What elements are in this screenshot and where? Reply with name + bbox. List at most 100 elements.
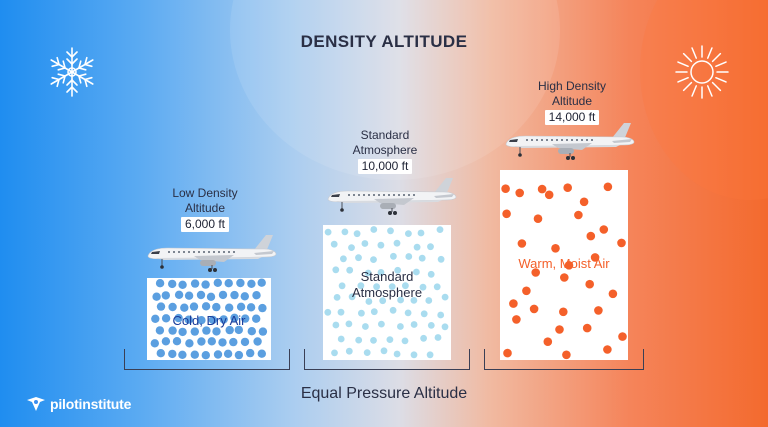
altitude-tag: 10,000 ft: [357, 159, 413, 174]
air-particle: [219, 315, 228, 324]
air-particle: [196, 290, 206, 300]
air-particle: [441, 293, 449, 301]
air-particle: [247, 279, 256, 288]
air-particle: [252, 291, 261, 300]
air-particle: [378, 320, 385, 328]
air-particle: [355, 254, 362, 262]
air-particle: [151, 314, 160, 323]
ground-bracket: [124, 349, 290, 370]
air-particle: [559, 307, 568, 317]
air-particle: [434, 334, 442, 341]
air-particle: [190, 327, 199, 336]
air-particle: [370, 226, 378, 233]
air-particle: [184, 315, 193, 324]
air-particle: [168, 349, 177, 359]
air-particle: [331, 349, 338, 357]
air-particle: [397, 296, 404, 304]
air-particle: [168, 326, 177, 335]
air-particle: [155, 279, 165, 288]
air-particle: [257, 278, 266, 287]
air-particle: [241, 314, 250, 323]
air-particle: [184, 291, 194, 300]
air-particle: [218, 338, 227, 347]
air-particle: [234, 350, 244, 360]
air-particle: [332, 266, 340, 274]
air-particle: [563, 183, 572, 192]
air-particle: [161, 291, 170, 300]
air-particle: [427, 243, 434, 251]
air-particle: [207, 337, 216, 346]
air-particle: [427, 270, 435, 278]
air-particle: [178, 280, 187, 289]
air-particle: [420, 334, 427, 342]
air-particle: [380, 347, 388, 355]
air-particle: [201, 280, 210, 289]
air-particle: [332, 321, 340, 329]
air-particle: [333, 294, 341, 301]
label-line: Atmosphere: [352, 143, 418, 157]
air-particle: [197, 316, 206, 325]
air-particle: [208, 315, 218, 325]
brand-name: pilotinstitute: [50, 396, 132, 412]
air-particle: [197, 337, 206, 346]
air-particle: [174, 290, 184, 299]
air-particle: [425, 297, 433, 304]
air-particle: [420, 310, 428, 318]
air-particle: [410, 321, 418, 328]
air-particle: [337, 335, 345, 343]
air-particle: [389, 306, 397, 314]
air-particle: [529, 304, 539, 314]
air-particle: [437, 255, 445, 263]
air-particle: [543, 337, 553, 346]
air-particle: [599, 225, 609, 234]
air-particle: [152, 292, 161, 301]
air-particle: [240, 292, 249, 301]
air-particle: [364, 269, 372, 277]
air-particle: [585, 279, 594, 289]
air-label-line: Warm, Moist Air: [518, 256, 610, 271]
air-particle: [410, 351, 418, 359]
air-particle: [357, 282, 365, 290]
air-particle: [617, 238, 626, 248]
air-particle: [386, 336, 394, 343]
air-particle: [246, 348, 255, 358]
air-particle: [405, 253, 413, 260]
air-particle: [225, 303, 234, 312]
air-particle: [370, 256, 377, 263]
label-line: High Density: [537, 79, 607, 93]
standard-air-particles: [324, 226, 449, 359]
air-particle: [501, 184, 510, 193]
air-particle: [433, 283, 441, 291]
cold-air-particles: [150, 278, 268, 360]
air-particle: [402, 282, 409, 290]
air-particle: [353, 230, 361, 238]
airplane-icon: [327, 177, 457, 216]
air-particle: [574, 210, 583, 220]
air-particle: [436, 226, 444, 233]
air-particle: [202, 326, 211, 335]
air-label-line: Cold, Dry Air: [172, 313, 246, 328]
air-particle: [355, 336, 363, 344]
air-particle: [387, 227, 394, 235]
air-particle: [586, 231, 596, 241]
air-particle: [257, 349, 266, 358]
air-particle: [377, 269, 385, 276]
air-particle: [258, 327, 268, 336]
air-particle: [230, 290, 239, 300]
label-line: Low Density: [172, 186, 238, 200]
air-particle: [365, 298, 373, 305]
air-label: Cold, Dry Air: [147, 313, 271, 329]
air-particle: [393, 239, 401, 247]
air-particle: [560, 273, 569, 282]
air-particle: [225, 325, 234, 335]
air-particle: [417, 229, 425, 237]
air-particle: [441, 323, 449, 331]
label-line: Standard: [360, 128, 410, 142]
air-particle: [224, 279, 233, 288]
air-particle: [161, 337, 171, 346]
sun-icon: [675, 45, 729, 99]
standard-atmosphere-label: Standard Atmosphere 10,000 ft: [320, 128, 450, 174]
air-particle: [362, 323, 369, 330]
air-particle: [522, 286, 531, 296]
